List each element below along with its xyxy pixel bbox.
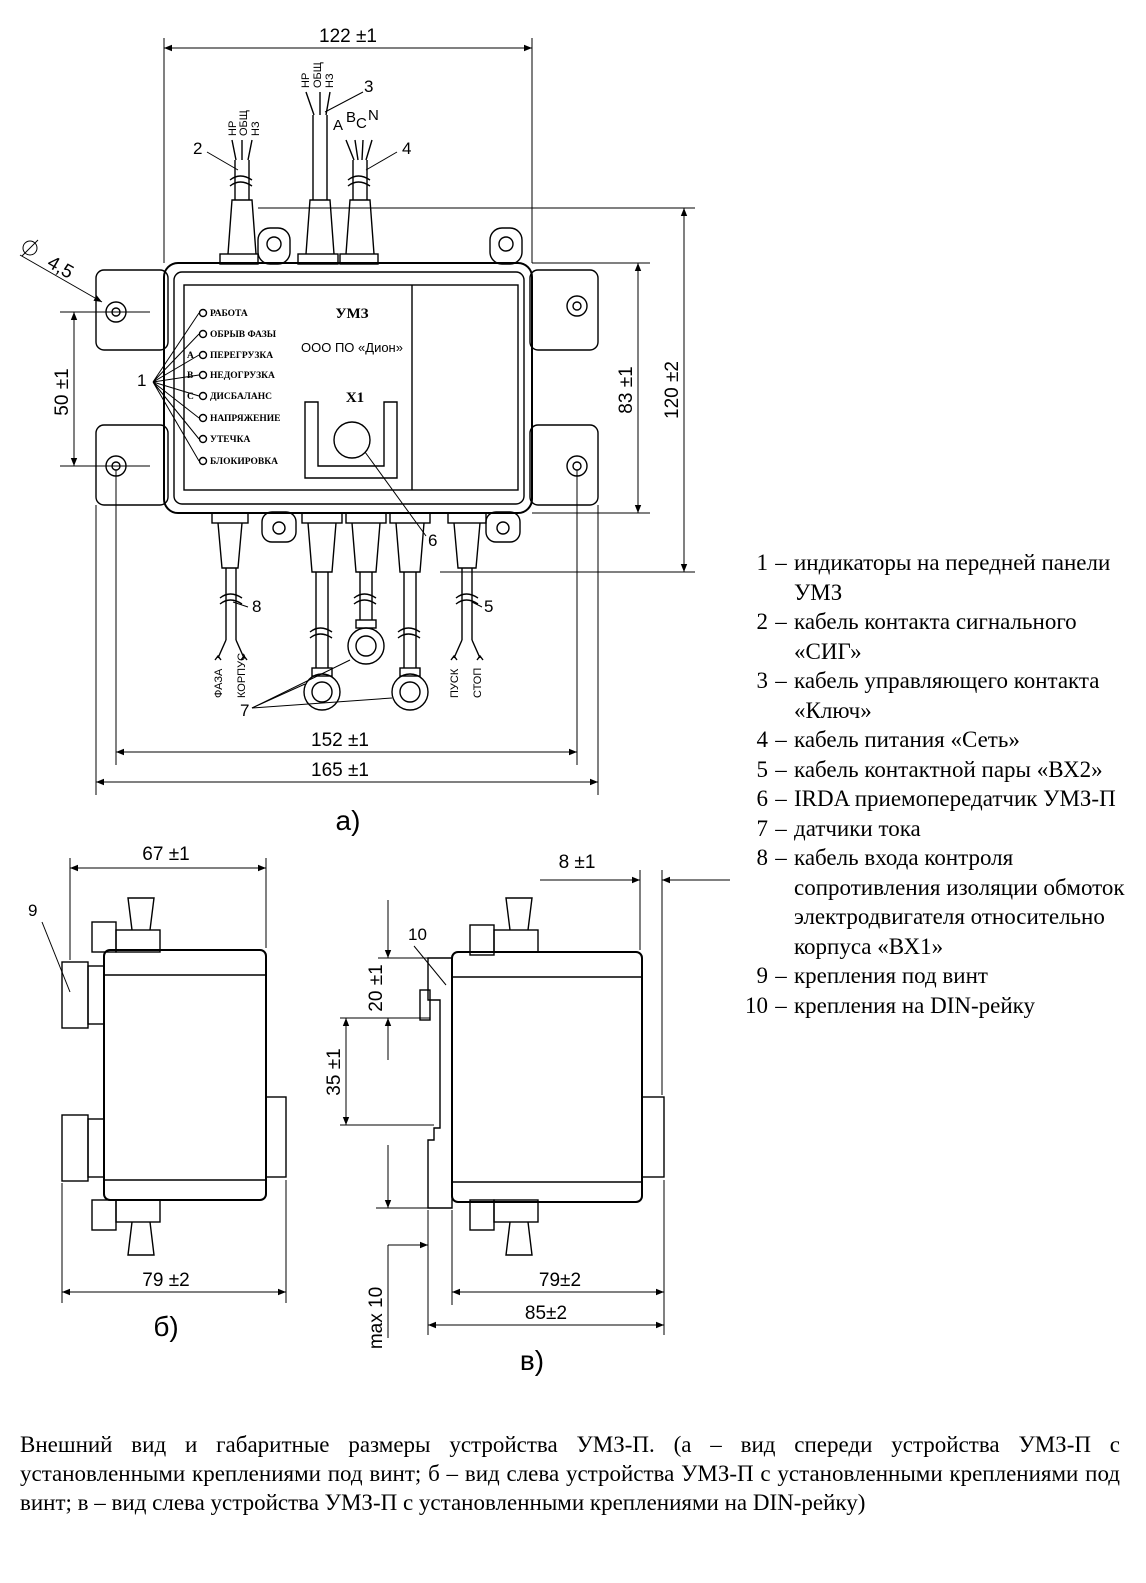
wire-label: ОБЩ: [312, 62, 324, 88]
bottom-wire-labels: ФАЗА КОРПУС ПУСК СТОП: [213, 653, 484, 698]
dim-side-b-bottom: 79 ±2: [142, 1270, 189, 1291]
top-wire-labels: НР ОБЩ НЗ НР ОБЩ НЗ: [227, 62, 336, 136]
wire-label: C: [356, 115, 367, 132]
wire-label: НР: [300, 73, 312, 88]
phase-mark: A: [187, 351, 194, 361]
indicator-label: ОБРЫВ ФАЗЫ: [210, 330, 277, 340]
legend-item: 5–кабель контактной пары «ВХ2»: [756, 756, 1103, 782]
side-view-b: [61, 897, 287, 1256]
power-wire-labels: A B C N: [333, 107, 379, 134]
side-view-v: [419, 897, 665, 1256]
view-label-b: б): [153, 1311, 178, 1342]
callout-9: 9: [28, 901, 37, 920]
callout-7: 7: [240, 701, 249, 720]
indicator-label: ПЕРЕГРУЗКА: [210, 351, 273, 361]
connector-label: X1: [346, 390, 364, 406]
legend: 1–индикаторы на передней панели УМЗ 2–ка…: [728, 548, 1138, 1020]
callout-10: 10: [408, 925, 427, 944]
phase-mark: B: [187, 371, 194, 381]
dim-hole-dia: 4,5: [44, 252, 77, 283]
legend-item: 3–кабель управляющего контакта «Ключ»: [756, 668, 1100, 723]
side-view-v-dimensions: [340, 870, 730, 1338]
wire-label: НЗ: [324, 73, 336, 88]
view-label-v: в): [520, 1345, 544, 1376]
device-model: УМЗ: [335, 306, 368, 322]
legend-item: 6–IRDA приемопередатчик УМЗ-П: [756, 786, 1116, 811]
legend-item: 1–индикаторы на передней панели УМЗ: [756, 550, 1111, 605]
legend-item: 2–кабель контакта сигнального «СИГ»: [756, 609, 1077, 664]
wire-label: ОБЩ: [238, 110, 250, 136]
dim-hole-spacing: 50 ±1: [52, 368, 73, 415]
wire-label: N: [368, 107, 379, 124]
callout-4: 4: [402, 139, 411, 158]
callout-numbers: 1 2 3 4 5 6 7 8 9 10: [28, 77, 493, 944]
wire-label: ФАЗА: [213, 668, 225, 698]
callout-6: 6: [428, 531, 437, 550]
device-maker: ООО ПО «Дион»: [301, 340, 403, 355]
legend-item: 4–кабель питания «Сеть»: [756, 727, 1020, 752]
dim-side-v-20: 20 ±1: [366, 964, 387, 1011]
dim-side-b-top: 67 ±1: [142, 844, 189, 865]
indicator-label: УТЕЧКА: [210, 435, 251, 445]
callout-5: 5: [484, 597, 493, 616]
callout-3: 3: [364, 77, 373, 96]
phase-mark: C: [187, 392, 194, 402]
indicator-labels: РАБОТА ОБРЫВ ФАЗЫ ПЕРЕГРУЗКА НЕДОГРУЗКА …: [187, 309, 280, 467]
wire-label: СТОП: [472, 668, 484, 698]
wire-label: B: [346, 109, 356, 126]
side-view-b-dimensions: [41, 858, 287, 1303]
dim-inner-width: 152 ±1: [311, 730, 369, 751]
dim-side-v-85: 85±2: [525, 1303, 567, 1324]
front-view-leaders: [152, 91, 483, 709]
wire-label: НР: [227, 121, 239, 136]
legend-item: 8–кабель входа контроля сопротивления из…: [756, 845, 1125, 959]
indicator-label: БЛОКИРОВКА: [210, 457, 278, 467]
dimension-labels: 122 ±1 4,5 50 ±1 152 ±1 165 ±1 83 ±1 120…: [44, 26, 684, 1349]
wire-label: КОРПУС: [236, 653, 248, 698]
callout-8: 8: [252, 597, 261, 616]
dim-body-height: 83 ±1: [616, 366, 637, 413]
callout-2: 2: [193, 139, 202, 158]
dim-total-width: 165 ±1: [311, 760, 369, 781]
indicator-label: НАПРЯЖЕНИЕ: [210, 414, 280, 424]
dim-side-v-35: 35 ±1: [324, 1048, 345, 1095]
callout-1: 1: [137, 371, 146, 390]
indicator-label: ДИСБАЛАНС: [210, 392, 272, 402]
indicator-label: РАБОТА: [210, 309, 248, 319]
view-label-a: а): [336, 805, 361, 836]
legend-item: 7–датчики тока: [756, 815, 921, 841]
legend-item: 9–крепления под винт: [756, 963, 988, 988]
indicator-label: НЕДОГРУЗКА: [210, 371, 275, 381]
dim-top-width: 122 ±1: [319, 26, 377, 47]
figure-caption: Внешний вид и габаритные размеры устройс…: [20, 1432, 1120, 1515]
legend-item: 10–крепления на DIN-рейку: [745, 992, 1035, 1018]
dim-side-v-max: max 10: [366, 1287, 387, 1349]
dim-total-height: 120 ±2: [662, 361, 683, 419]
wire-label: НЗ: [250, 121, 262, 136]
dim-side-v-79: 79±2: [539, 1270, 581, 1291]
wire-label: A: [333, 117, 343, 134]
front-view-dimensions: [19, 38, 695, 795]
dim-side-v-offset: 8 ±1: [559, 852, 596, 873]
wire-label: ПУСК: [449, 668, 461, 698]
